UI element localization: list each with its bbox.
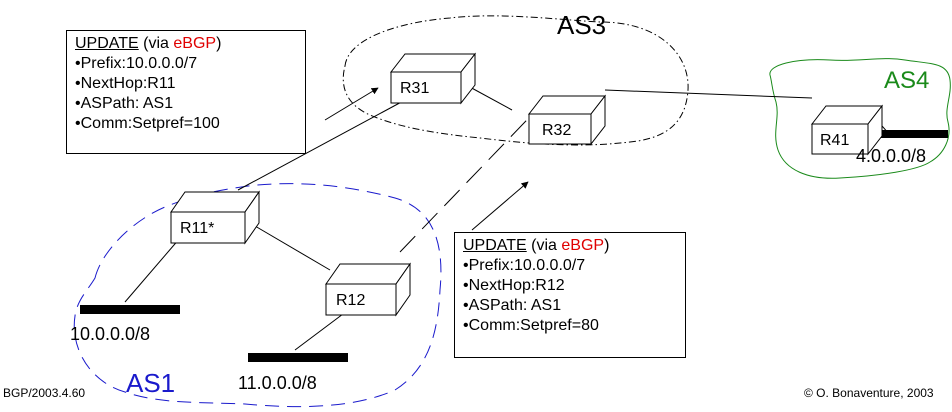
update-arrow-2	[471, 181, 529, 231]
protocol-label: eBGP	[173, 35, 217, 52]
as4-boundary	[769, 58, 951, 179]
router-r11-label: R11*	[180, 220, 214, 237]
link-r11-r12	[254, 225, 331, 271]
update-box-1-community: Comm:Setpref=100	[75, 114, 297, 134]
update-box-1-prefix: Prefix:10.0.0.0/7	[75, 54, 297, 74]
link-r11-r31	[237, 91, 421, 191]
router-r32-label: R32	[542, 122, 571, 139]
router-r32[interactable]: R32	[527, 94, 607, 146]
network-bar-10	[80, 305, 180, 314]
router-r41-label: R41	[820, 132, 849, 149]
update-box-2-title: UPDATE (via eBGP)	[463, 237, 610, 254]
router-r31[interactable]: R31	[389, 52, 477, 105]
network-bar-4	[850, 130, 948, 138]
router-r11[interactable]: R11*	[170, 190, 260, 245]
update-box-2-nexthop: NextHop:R12	[463, 276, 677, 296]
link-r12-r32-dashed	[399, 97, 549, 253]
prefix-label-11: 11.0.0.0/8	[238, 373, 317, 393]
prefix-label-10: 10.0.0.0/8	[70, 324, 150, 344]
router-r12[interactable]: R12	[325, 262, 411, 317]
as1-boundary	[73, 183, 442, 408]
update-box-1-aspath: ASPath: AS1	[75, 94, 297, 114]
update-box-2: UPDATE (via eBGP) Prefix:10.0.0.0/7 Next…	[454, 232, 686, 358]
prefix-label-4: 4.0.0.0/8	[856, 146, 926, 166]
update-arrow-1	[324, 87, 379, 121]
footer-copyright: © O. Bonaventure, 2003	[804, 386, 934, 400]
update-box-2-community: Comm:Setpref=80	[463, 316, 677, 336]
protocol-label: eBGP	[561, 237, 605, 254]
update-box-2-prefix: Prefix:10.0.0.0/7	[463, 256, 677, 276]
router-r31-label: R31	[400, 80, 429, 97]
link-r32-r41	[604, 89, 813, 99]
as4-label: AS4	[884, 67, 929, 94]
router-r12-label: R12	[336, 292, 365, 309]
as3-boundary	[342, 15, 689, 146]
as3-label: AS3	[557, 10, 606, 40]
router-r41[interactable]: R41	[810, 104, 884, 156]
update-box-1-nexthop: NextHop:R11	[75, 74, 297, 94]
link-r31-r32	[467, 85, 513, 111]
footer-slide-id: BGP/2003.4.60	[3, 386, 86, 400]
update-box-1-title: UPDATE (via eBGP)	[75, 35, 222, 52]
network-bar-11	[248, 353, 348, 362]
as1-label: AS1	[126, 368, 175, 398]
update-box-1: UPDATE (via eBGP) Prefix:10.0.0.0/7 Next…	[66, 30, 306, 154]
link-r11-net10	[124, 237, 181, 303]
update-box-2-aspath: ASPath: AS1	[463, 296, 677, 316]
